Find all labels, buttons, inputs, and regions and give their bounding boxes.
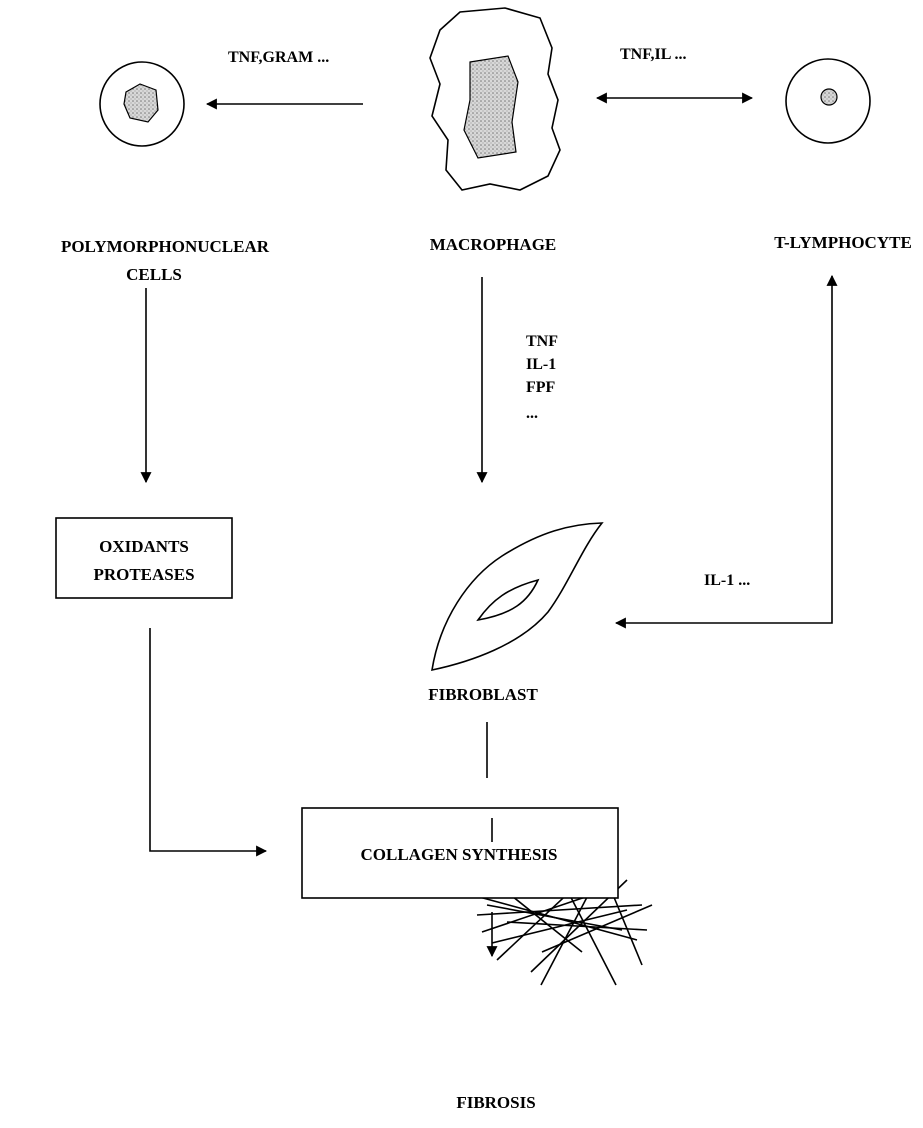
fibroblast-cell-icon <box>431 522 604 672</box>
arrow-oxidants-to-collagen <box>149 628 268 857</box>
label-fibroblast: FIBROBLAST <box>428 685 538 704</box>
label-collagen-synthesis: COLLAGEN SYNTHESIS <box>361 845 558 864</box>
edge-label-macrophage-to-pmn: TNF,GRAM ... <box>228 49 329 66</box>
edge-label-fpf: FPF <box>526 379 556 396</box>
label-fibrosis: FIBROSIS <box>456 1093 535 1112</box>
t-lymphocyte-cell-icon <box>785 58 871 144</box>
oxidants-proteases-box <box>55 517 233 599</box>
polymorphonuclear-cell-icon <box>99 61 185 147</box>
label-t-lymphocyte: T-LYMPHOCYTE <box>774 233 912 252</box>
macrophage-cell-icon <box>429 7 561 191</box>
edge-label-macrophage-lymphocyte: TNF,IL ... <box>620 46 687 63</box>
edge-label-ellipsis: ... <box>526 405 538 422</box>
label-oxidants: OXIDANTS <box>99 537 189 556</box>
collagen-synthesis-box <box>301 807 619 899</box>
arrow-lymphocyte-to-fibroblast <box>614 274 838 629</box>
label-macrophage: MACROPHAGE <box>430 235 557 254</box>
label-cells: CELLS <box>126 265 182 284</box>
label-proteases: PROTEASES <box>93 565 194 584</box>
edge-label-tnf: TNF <box>526 333 558 350</box>
label-polymorphonuclear: POLYMORPHONUCLEAR <box>61 237 270 256</box>
edge-label-il-1: IL-1 <box>526 356 556 373</box>
edge-label-lymphocyte-to-fibroblast: IL-1 ... <box>704 572 750 589</box>
